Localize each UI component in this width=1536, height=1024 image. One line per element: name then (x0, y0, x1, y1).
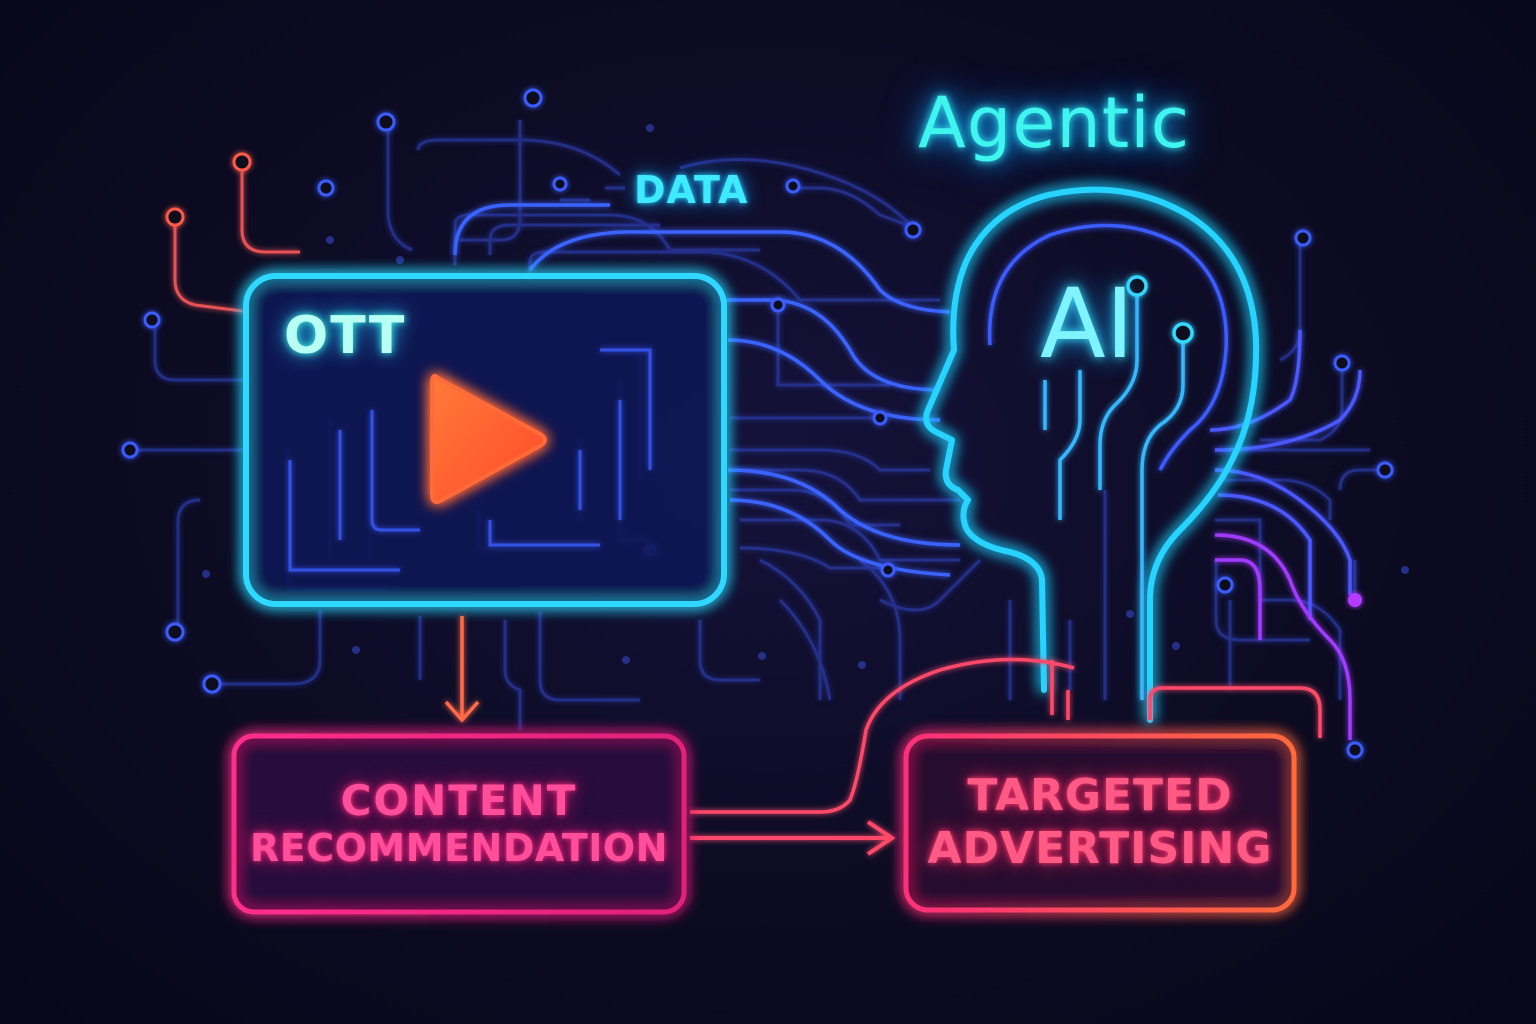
head-down-links (690, 657, 1322, 814)
ott-to-content-arrow (444, 616, 480, 723)
ott-inner-traces (288, 348, 652, 572)
content-box-line1: CONTENT (340, 776, 578, 825)
title-agentic: Agentic (918, 82, 1191, 164)
targeted-advertising-frame (903, 733, 1297, 913)
content-recommendation-frame (231, 733, 687, 915)
head-traces (1209, 329, 1362, 620)
orange-nodes (165, 152, 252, 227)
head-icon (923, 186, 1260, 723)
content-box-line2: RECOMMENDATION (250, 826, 668, 871)
play-icon (430, 374, 547, 504)
content-to-ads-arrow (690, 820, 896, 856)
brain-nodes (1126, 275, 1194, 344)
brain-outline (987, 223, 1229, 471)
circuit-nodes (121, 88, 1394, 759)
ai-label: AI (1040, 268, 1134, 380)
magenta-head-traces (1214, 533, 1352, 740)
targeted-advertising-box: TARGETED ADVERTISING (906, 736, 1294, 910)
content-recommendation-box: CONTENT RECOMMENDATION (234, 736, 684, 912)
orange-traces (173, 164, 300, 314)
brain-traces (1043, 292, 1185, 700)
ads-box-line1: TARGETED (967, 770, 1233, 822)
magenta-nodes (1348, 593, 1362, 607)
bright-traces (453, 203, 961, 577)
data-label: DATA (634, 168, 749, 212)
ads-box-line2: ADVERTISING (927, 823, 1273, 874)
ott-label: OTT (284, 306, 407, 366)
